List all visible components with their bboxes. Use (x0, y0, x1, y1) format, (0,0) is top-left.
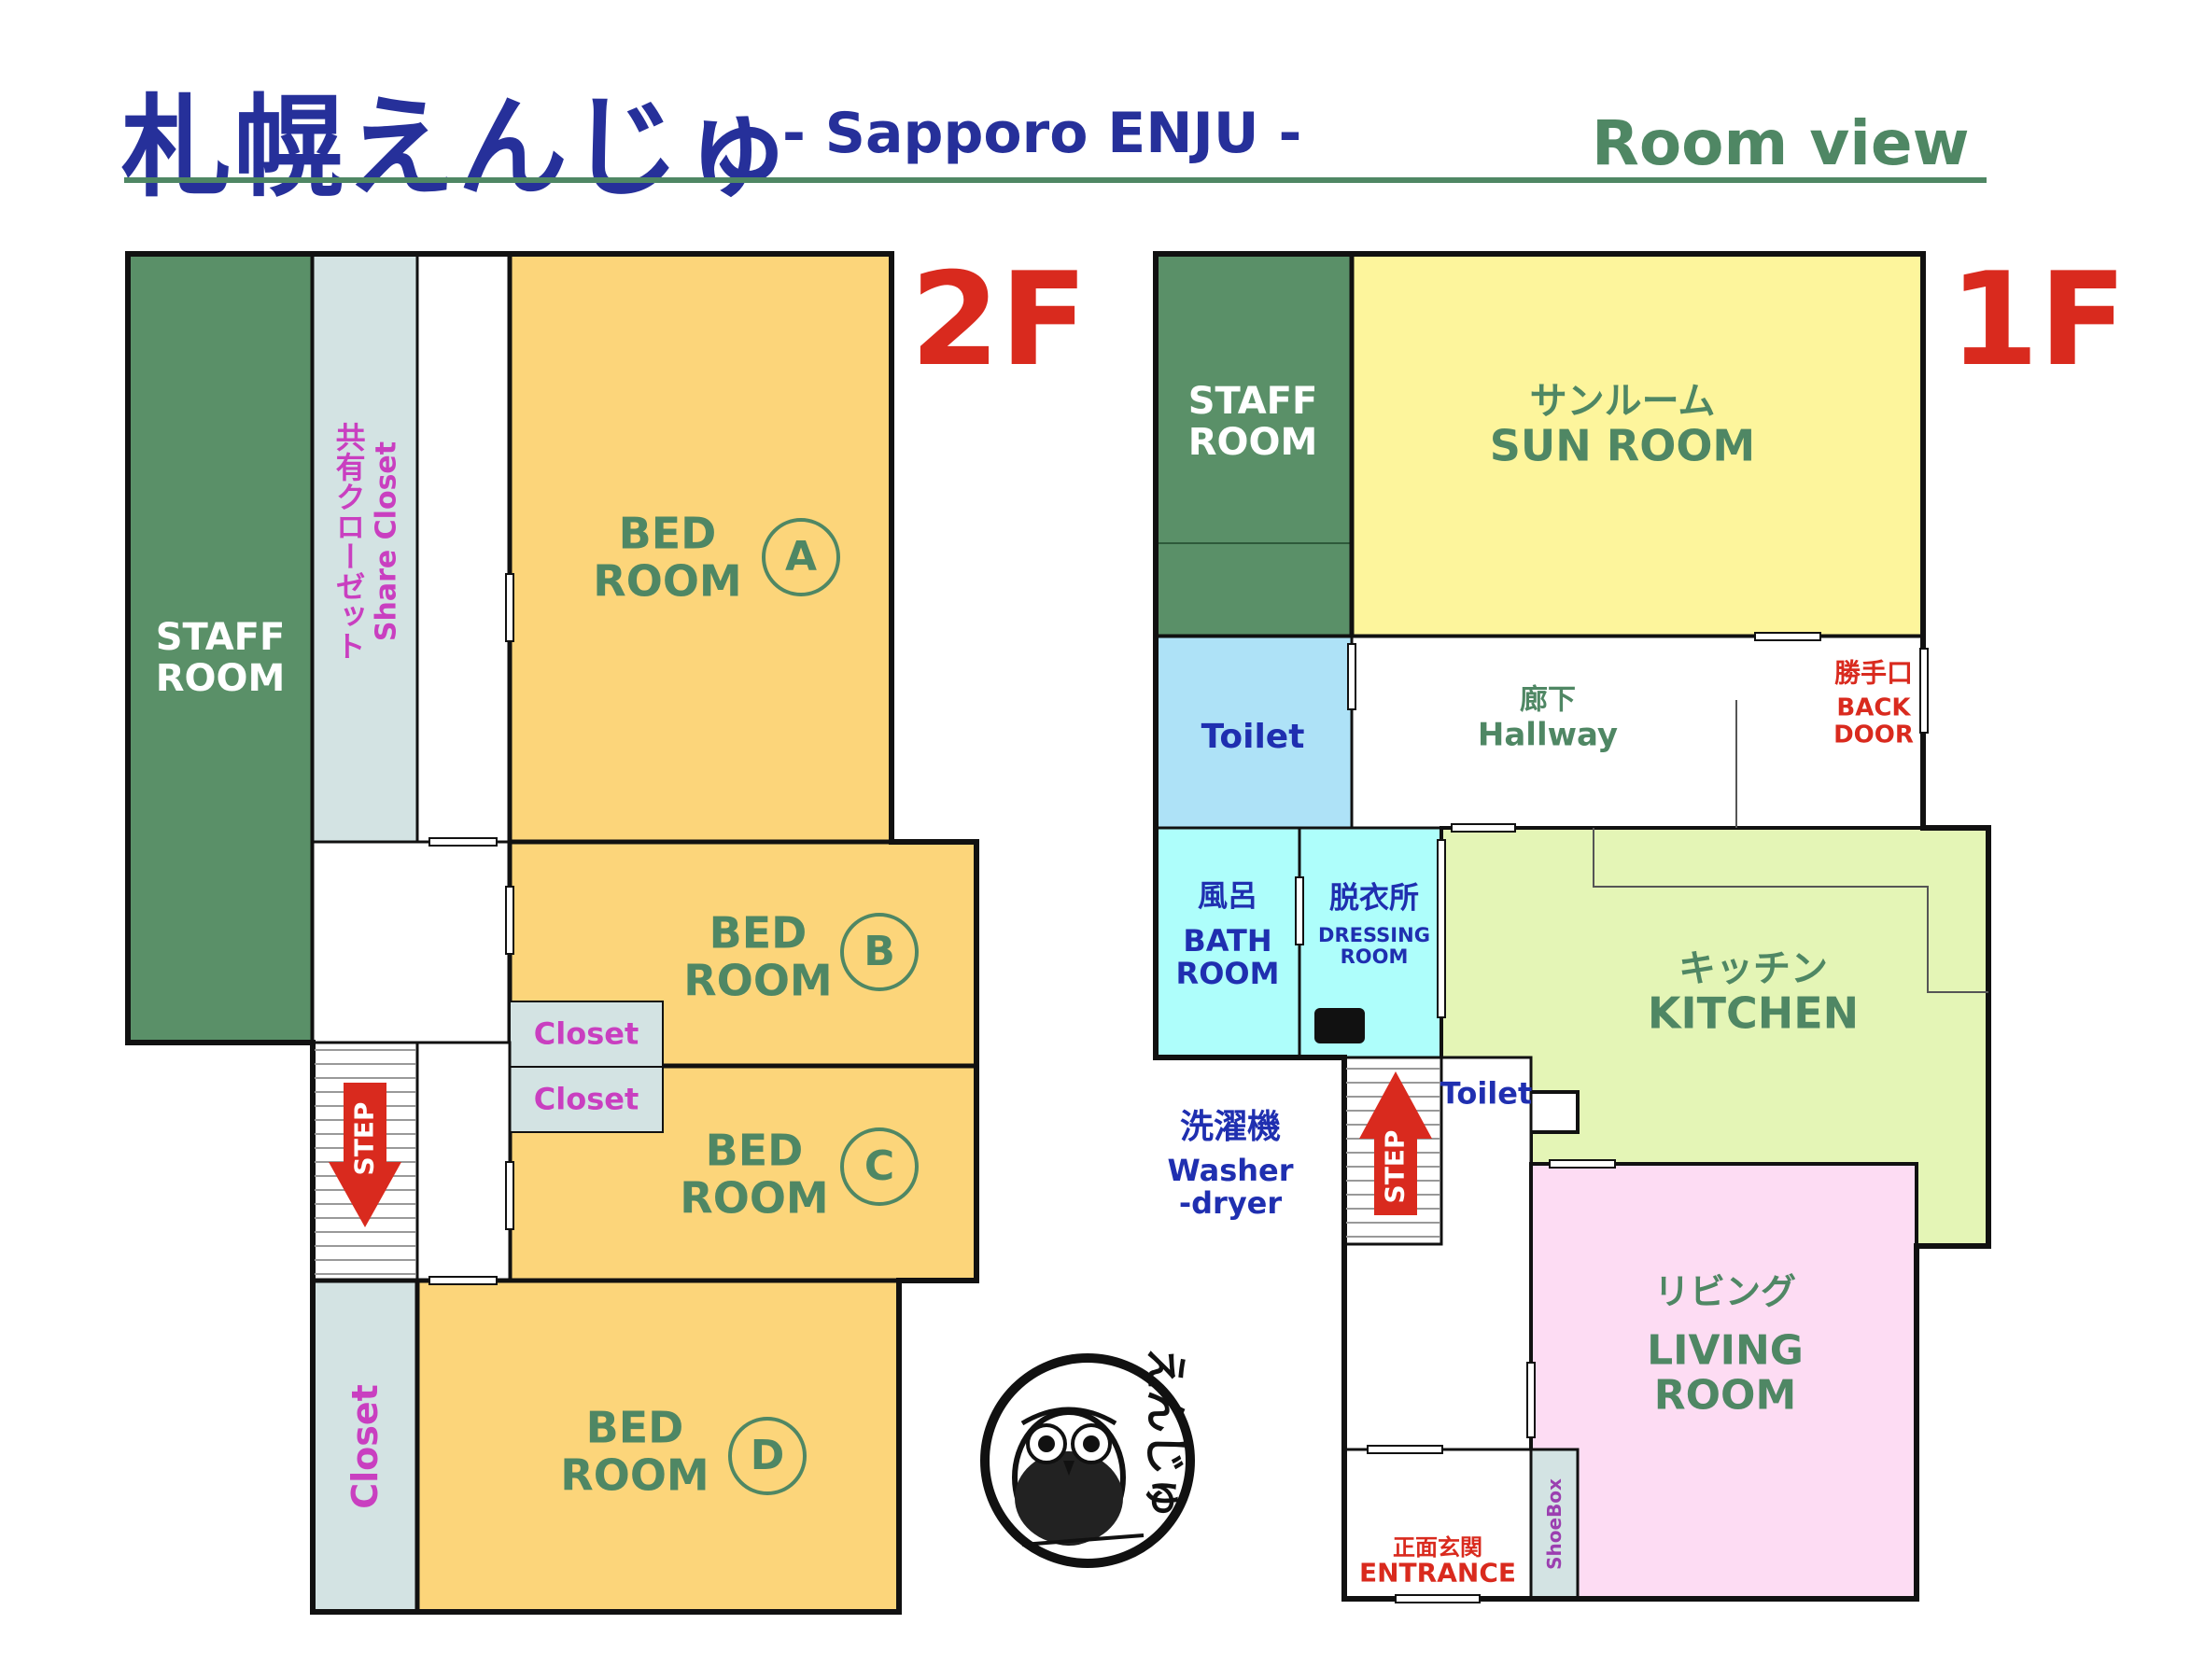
2f-closet-1 (509, 1001, 664, 1068)
hallway-en-label: Hallway (1477, 716, 1619, 754)
first-floor-plan (1153, 251, 1991, 1602)
view-label: Room view (1592, 107, 1970, 179)
2f-staff-room-label: STAFF ROOM (155, 616, 286, 700)
1f-step-label: STEP (1379, 1129, 1411, 1204)
floor-label-2f: 2F (910, 245, 1088, 395)
2f-closet-1-label: Closet (533, 1015, 639, 1052)
bed-room-a-label: BED ROOM (593, 508, 742, 606)
title-underline (124, 177, 1987, 183)
1f-kitchen-lines (1593, 700, 1988, 993)
1f-staff-room (1153, 251, 1355, 639)
1f-staff-room-label: STAFF ROOM (1187, 380, 1318, 464)
2f-step-arrow (329, 1083, 401, 1227)
hallway-jp-label: 廊下 (1520, 683, 1576, 717)
owl-logo-icon (980, 1353, 1195, 1568)
share-closet-en-label: Share Closet (370, 441, 403, 642)
dressing-en-label: DRESSING ROOM (1318, 923, 1430, 968)
page-title-en: - Sapporo ENJU - (782, 101, 1302, 166)
1f-bath (1154, 826, 1301, 1059)
washer-en-label: Washer -dryer (1167, 1152, 1294, 1221)
shoebox-label: ShoeBox (1543, 1478, 1566, 1570)
2f-stair-corridor (415, 1041, 512, 1282)
living-jp-label: リビング (1653, 1271, 1797, 1313)
dressing-jp-label: 脱衣所 (1328, 879, 1420, 916)
2f-landing (311, 840, 512, 1044)
kitchen-en-label: KITCHEN (1647, 987, 1860, 1039)
1f-entrance (1342, 1448, 1533, 1601)
floor-label-1f: 1F (1949, 245, 2128, 395)
living-en-label: LIVING ROOM (1647, 1326, 1804, 1420)
1f-outline (1153, 251, 1991, 1602)
1f-doors (1295, 632, 1929, 1603)
logo-text: えんじゅ (1140, 1347, 1191, 1519)
1f-toilet-2-label: Toilet (1440, 1075, 1533, 1112)
sun-room-jp-label: サンルーム (1529, 380, 1716, 423)
2f-step-label: STEP (348, 1101, 380, 1176)
1f-step-arrow (1359, 1071, 1432, 1215)
bath-en-label: BATH ROOM (1175, 922, 1280, 991)
bed-room-b-badge: B (840, 913, 919, 991)
bed-room-b-label: BED ROOM (683, 907, 833, 1005)
washer-dryer-icon (1314, 1008, 1365, 1043)
entrance-en-label: ENTRANCE (1359, 1557, 1516, 1589)
kitchen-jp-label: キッチン (1678, 947, 1828, 990)
share-closet-jp-label: 共有クローゼット (330, 422, 367, 661)
1f-toilet-label: Toilet (1201, 718, 1305, 757)
page-title-jp: 札幌えんじゅ (121, 83, 794, 212)
2f-outline (125, 251, 979, 1615)
washer-jp-label: 洗濯機 (1179, 1108, 1282, 1147)
1f-hallway (1350, 635, 1925, 830)
2f-doors (428, 573, 514, 1285)
2f-bed-room-d (414, 1278, 902, 1615)
2f-corridor (415, 252, 512, 844)
bed-room-d-label: BED ROOM (560, 1402, 709, 1500)
back-door-jp-label: 勝手口 (1833, 657, 1914, 689)
1f-toilet (1154, 635, 1354, 830)
bed-room-c-badge: C (840, 1127, 919, 1206)
bed-room-c-label: BED ROOM (680, 1125, 829, 1223)
sun-room-en-label: SUN ROOM (1489, 420, 1756, 471)
back-door-en-label: BACK DOOR (1833, 693, 1914, 749)
1f-living (1529, 1162, 1918, 1601)
bed-room-d-badge: D (728, 1417, 807, 1495)
2f-closet-3-label: Closet (344, 1384, 386, 1509)
2f-closet-2-label: Closet (533, 1081, 639, 1117)
bath-jp-label: 風呂 (1197, 877, 1258, 914)
entrance-jp-label: 正面玄関 (1393, 1533, 1482, 1561)
bed-room-a-badge: A (762, 518, 840, 596)
2f-closet-2 (509, 1066, 664, 1133)
